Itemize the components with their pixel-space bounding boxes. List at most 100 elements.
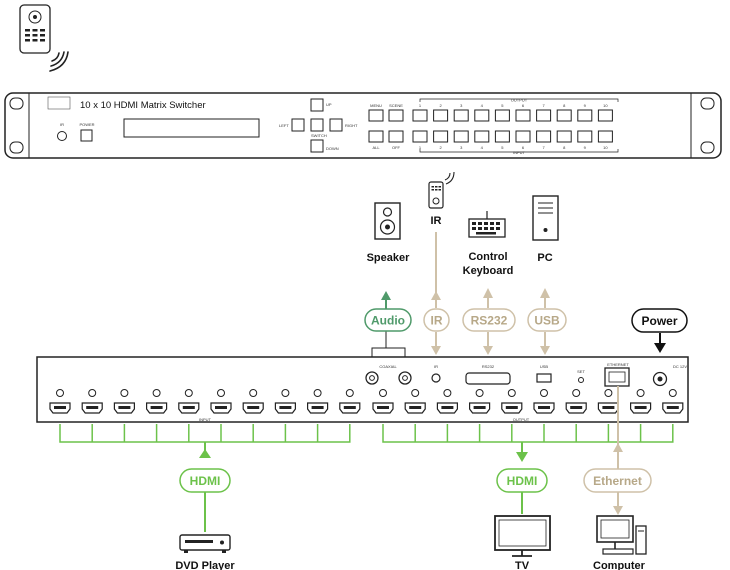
input-button-5[interactable] (494, 130, 510, 143)
hdmi-in-pill-label: HDMI (190, 474, 221, 488)
menu-button[interactable] (368, 109, 384, 122)
hdmi-out-arrowhead (516, 452, 528, 462)
speaker-icon (374, 202, 401, 240)
input-number-1: 1 (419, 145, 422, 150)
dvd-player-icon (179, 534, 231, 553)
output-led-2 (411, 389, 420, 397)
usb-port (536, 373, 552, 383)
input-button-6[interactable] (515, 130, 531, 143)
nav-left-button[interactable] (291, 118, 305, 132)
input-button-2[interactable] (433, 130, 449, 143)
nav-right-button[interactable] (329, 118, 343, 132)
output-number-6: 6 (522, 103, 525, 108)
computer-label: Computer (593, 560, 646, 570)
input-led-9 (313, 389, 322, 397)
back-panel: COAXIAL IR RS232 USB SET ETHERNET DC 12V… (36, 356, 689, 423)
output-button-7[interactable] (536, 109, 552, 122)
output-number-2: 2 (439, 103, 442, 108)
off-button[interactable] (388, 130, 404, 143)
output-button-9[interactable] (577, 109, 593, 122)
keyboard-icon (468, 211, 506, 238)
ethernet-port (604, 367, 630, 387)
audio-pill-label: Audio (371, 314, 405, 328)
input-button-1[interactable] (412, 130, 428, 143)
audio-arrowhead (381, 291, 391, 300)
output-led-6 (540, 389, 548, 397)
coaxial-port-2 (398, 371, 412, 385)
output-button-10[interactable] (597, 109, 613, 122)
hdmi-in-pill (179, 468, 231, 493)
input-led-1 (56, 389, 64, 397)
back-output-label: OUTPUT (513, 417, 530, 422)
nav-center-button[interactable] (310, 118, 324, 132)
output-button-3[interactable] (453, 109, 469, 122)
keyboard-label-line1: Control (468, 251, 507, 263)
power-button[interactable] (80, 129, 93, 142)
ir-device-label: IR (431, 215, 442, 227)
input-number-4: 4 (481, 145, 484, 150)
hdmi-bus (59, 424, 674, 443)
keyboard-label-line2: Keyboard (463, 265, 514, 277)
scene-button[interactable] (388, 109, 404, 122)
power-pill (631, 308, 688, 333)
off-label: OFF (392, 145, 401, 150)
power-arrowhead (654, 343, 666, 353)
input-number-3: 3 (460, 145, 463, 150)
input-led-7 (249, 389, 258, 397)
input-button-10[interactable] (597, 130, 613, 143)
input-number-8: 8 (563, 145, 566, 150)
usb-pill (527, 308, 567, 332)
output-button-6[interactable] (515, 109, 531, 122)
hdmi-out-pill (496, 468, 548, 493)
input-number-5: 5 (501, 145, 504, 150)
rs232-pill (462, 308, 516, 332)
nav-up-label: UP (326, 102, 332, 107)
ir-port (431, 373, 441, 383)
front-power-label: POWER (79, 122, 94, 127)
menu-label: MENU (370, 103, 382, 108)
output-button-8[interactable] (556, 109, 572, 122)
nav-up-button[interactable] (310, 98, 324, 112)
ir-port-label: IR (434, 364, 438, 369)
output-number-9: 9 (584, 103, 587, 108)
output-number-1: 1 (419, 103, 422, 108)
set-button[interactable] (578, 377, 584, 383)
dvd-player-label: DVD Player (175, 560, 235, 570)
output-button-1[interactable] (412, 109, 428, 122)
output-number-10: 10 (603, 103, 608, 108)
all-button[interactable] (368, 130, 384, 143)
input-button-3[interactable] (453, 130, 469, 143)
output-button-2[interactable] (433, 109, 449, 122)
usb-pill-label: USB (534, 314, 560, 328)
input-number-9: 9 (584, 145, 587, 150)
output-button-4[interactable] (474, 109, 490, 122)
output-led-1 (379, 389, 387, 397)
coaxial-port-1 (365, 371, 379, 385)
pc-tower-icon (532, 195, 559, 241)
input-button-9[interactable] (577, 130, 593, 143)
input-number-2: 2 (439, 145, 442, 150)
all-label: ALL (372, 145, 380, 150)
input-button-8[interactable] (556, 130, 572, 143)
front-panel: 10 x 10 HDMI Matrix Switcher IR POWER UP… (4, 92, 722, 159)
nav-down-button[interactable] (310, 139, 324, 153)
output-led-10 (668, 389, 677, 397)
dc-label: DC 12V (673, 364, 687, 369)
input-button-7[interactable] (536, 130, 552, 143)
output-number-8: 8 (563, 103, 566, 108)
input-led-10 (345, 389, 354, 397)
input-led-5 (184, 389, 193, 397)
output-button-5[interactable] (494, 109, 510, 122)
set-label: SET (577, 369, 585, 374)
wireless-signal-icon (49, 51, 69, 72)
front-output-label: OUTPUT (511, 98, 528, 103)
output-led-3 (443, 389, 452, 397)
remote-control-icon (19, 4, 51, 54)
nav-down-label: DOWN (326, 146, 339, 151)
hdmi-in-arrowhead (199, 449, 211, 458)
nav-switch-label: SWITCH (311, 133, 327, 138)
input-button-4[interactable] (474, 130, 490, 143)
hdmi-out-pill-label: HDMI (507, 474, 538, 488)
